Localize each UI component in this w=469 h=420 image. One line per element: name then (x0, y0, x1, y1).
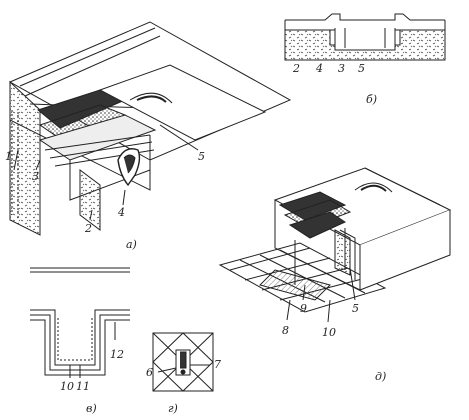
label-4b: 4 (315, 62, 323, 75)
caption-b: б) (366, 93, 377, 106)
label-10v: 10 (60, 380, 74, 393)
label-8: 8 (282, 324, 289, 337)
caption-v: в) (86, 402, 97, 415)
figure-g (152, 332, 214, 392)
figure-b (284, 13, 446, 61)
label-3b: 3 (338, 62, 345, 75)
label-2b: 2 (292, 62, 300, 75)
caption-a: а) (126, 238, 137, 251)
label-2a: 2 (84, 222, 92, 235)
caption-d: д) (375, 370, 386, 383)
label-5d: 5 (352, 302, 359, 315)
caption-g: г) (168, 402, 178, 415)
label-7: 7 (214, 358, 221, 371)
figure-a (8, 21, 292, 236)
label-10d: 10 (322, 326, 336, 339)
label-9: 9 (300, 302, 307, 315)
label-1: 1 (5, 150, 12, 163)
label-12: 12 (110, 348, 124, 361)
label-5a: 5 (198, 150, 205, 163)
label-11: 11 (76, 380, 90, 393)
figure-d (218, 167, 452, 323)
label-5b: 5 (358, 62, 365, 75)
label-4a: 4 (117, 206, 125, 219)
figure-v (30, 267, 130, 378)
label-3a: 3 (32, 170, 39, 183)
label-6: 6 (146, 366, 153, 379)
